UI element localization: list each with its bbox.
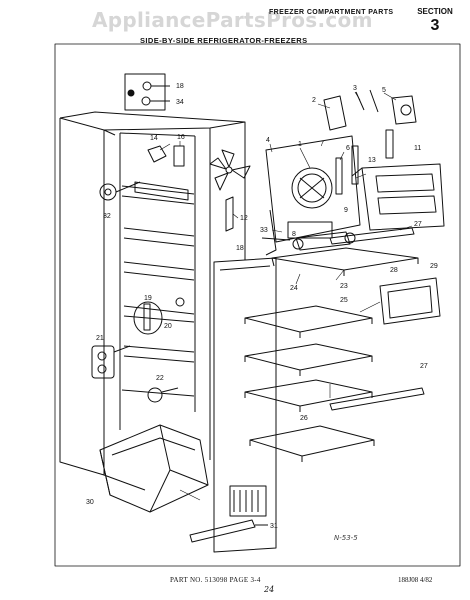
frame-border [54, 43, 461, 567]
callout-9: 9 [344, 207, 348, 214]
callout-13: 13 [368, 157, 376, 164]
callout-32: 32 [103, 213, 111, 220]
part-22 [147, 387, 179, 403]
callout-labels: 18 34 2 3 5 4 16 14 1 6 7 13 11 27 9 8 3… [86, 83, 438, 530]
callout-3: 3 [353, 85, 357, 92]
shelves-25-26 [244, 305, 375, 462]
part-4-cover [265, 135, 361, 256]
callout-18: 18 [176, 83, 184, 90]
part-30-drawer [99, 424, 209, 513]
part-32-knob [99, 181, 141, 201]
callout-14: 14 [150, 135, 158, 142]
callout-26: 26 [300, 415, 308, 422]
callout-27: 27 [414, 221, 422, 228]
part-23-frame [271, 247, 419, 276]
callout-22: 22 [156, 375, 164, 382]
callout-27b: 27 [420, 363, 428, 370]
callout-28: 28 [390, 267, 398, 274]
footer-date-code: 188J08 4/82 [398, 576, 433, 584]
part-19-20 [133, 297, 185, 335]
part-8-9-33 [261, 231, 356, 251]
callout-12: 12 [240, 215, 248, 222]
callout-23: 23 [340, 283, 348, 290]
leader-lines [159, 91, 413, 501]
callout-19: 19 [144, 295, 152, 302]
callout-31: 31 [270, 523, 278, 530]
callout-20: 20 [164, 323, 172, 330]
part-11-housing [351, 163, 445, 231]
part-12-bracket [225, 196, 234, 232]
callout-7: 7 [320, 141, 324, 148]
page-title: FREEZER COMPARTMENT PARTS [269, 9, 394, 16]
callout-5: 5 [382, 87, 386, 94]
control-parts [147, 145, 185, 167]
callout-8: 8 [292, 231, 296, 238]
part-27-strip-top [329, 227, 415, 245]
page-subtitle: SIDE-BY-SIDE REFRIGERATOR-FREEZERS [140, 36, 308, 45]
part-2-3-bracket [323, 89, 417, 131]
callout-1: 1 [298, 141, 302, 148]
part-21 [91, 345, 131, 379]
part-18-panel [213, 257, 277, 553]
callout-34: 34 [176, 99, 184, 106]
callout-33: 33 [260, 227, 268, 234]
drawing-stamp: N-53-5 [334, 534, 358, 542]
part-27-strip-lower [329, 387, 425, 411]
part-5-fan [209, 149, 251, 191]
cabinet-shell [59, 111, 246, 491]
callout-16: 16 [177, 134, 185, 141]
callout-11: 11 [414, 145, 421, 152]
part-28-29-basket [379, 277, 441, 325]
callout-6: 6 [346, 145, 350, 152]
footer-part-page: PART NO. 513098 PAGE 3-4 [170, 576, 261, 584]
inset-box [124, 73, 170, 111]
callout-21: 21 [96, 335, 104, 342]
callout-18b: 18 [236, 245, 244, 252]
section-label: SECTION [417, 7, 453, 16]
callout-25: 25 [340, 297, 348, 304]
callout-4: 4 [266, 137, 270, 144]
handwritten-note: 24 [264, 585, 275, 594]
section-number: 3 [430, 17, 440, 34]
part-6-7-rods [335, 129, 394, 195]
callout-24: 24 [290, 285, 298, 292]
callout-2: 2 [312, 97, 316, 104]
watermark: AppliancePartsPros.com [92, 8, 373, 32]
callout-29: 29 [430, 263, 438, 270]
callout-30: 30 [86, 499, 94, 506]
part-31-strip [189, 519, 268, 543]
